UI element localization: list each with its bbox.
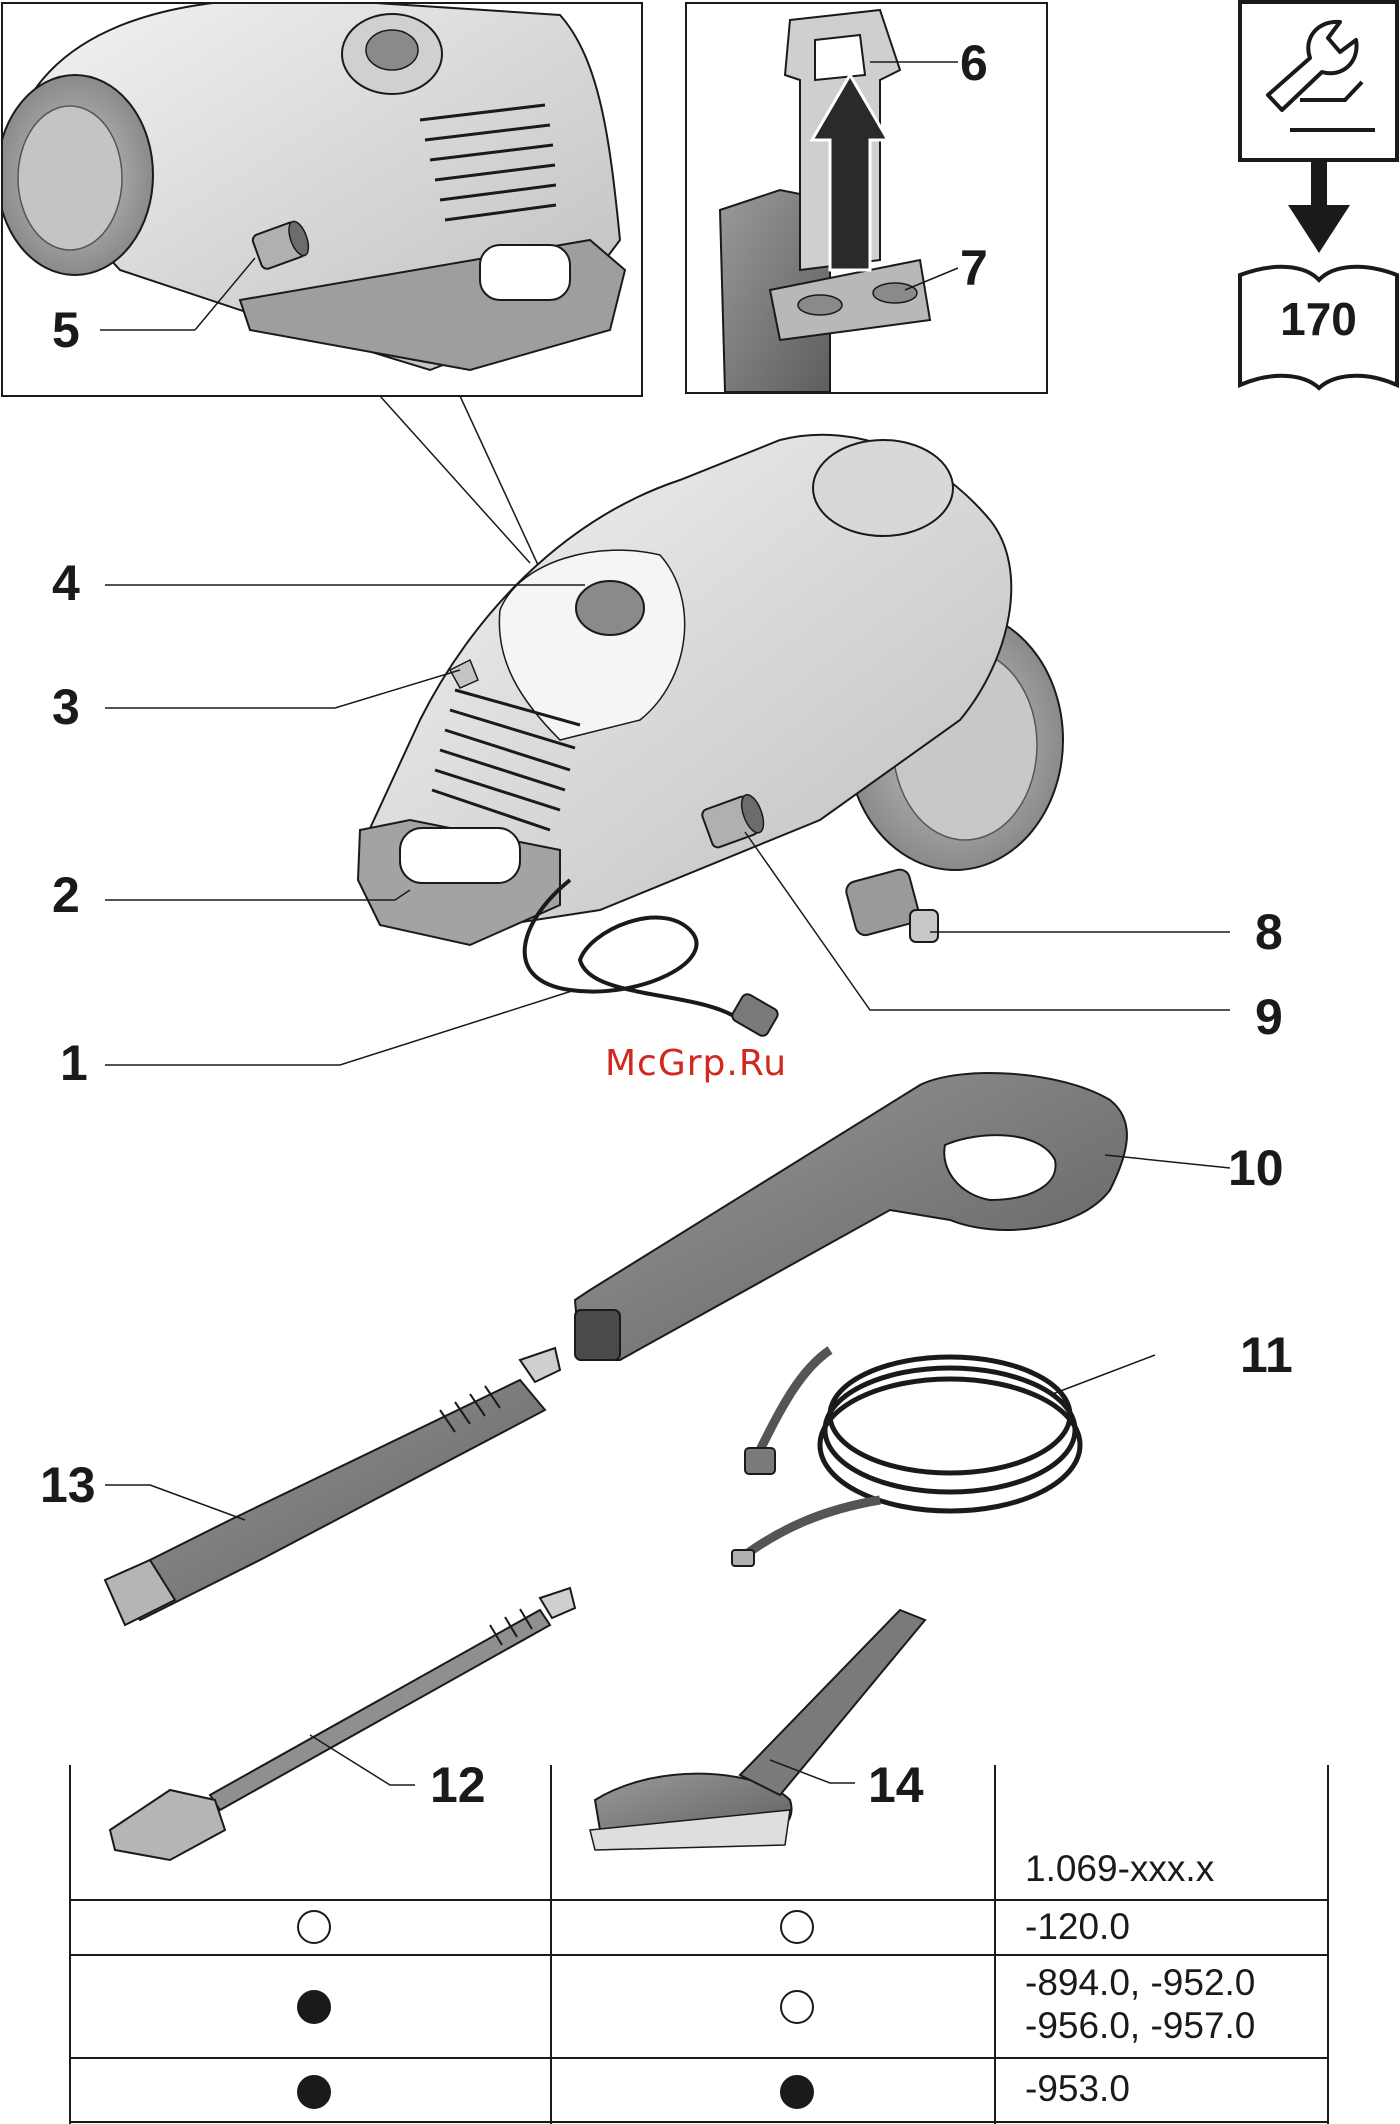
row1-variant: -120.0 [1025,1906,1130,1949]
callout-12: 12 [430,1760,486,1810]
pressure-washer-main-unit [358,435,1063,1038]
high-pressure-hose [732,1350,1155,1566]
arrow-down-icon [1288,160,1350,253]
row2-brush-indicator [780,1990,814,2024]
callout-1: 1 [60,1038,88,1088]
callout-6: 6 [960,38,988,88]
manual-page-number: 170 [1240,296,1397,342]
spray-lance-vario [105,1348,560,1625]
wash-brush [590,1610,925,1850]
row1-brush-indicator [780,1910,814,1944]
callout-10: 10 [1228,1143,1284,1193]
detail-inset-rear [0,0,642,396]
callout-7: 7 [960,243,988,293]
row3-variant: -953.0 [1025,2068,1130,2111]
row2-lance-indicator [297,1990,331,2024]
watermark: McGrp.Ru [605,1043,787,1084]
row1-lance-indicator [297,1910,331,1944]
trigger-gun [575,1073,1230,1360]
callout-3: 3 [52,682,80,732]
callout-5: 5 [52,305,80,355]
rotary-nozzle-lance [110,1588,575,1860]
callout-4: 4 [52,558,80,608]
water-inlet-adapter [844,867,938,942]
callout-9: 9 [1255,992,1283,1042]
detail-inset-handle [686,3,1047,393]
row2-variant-b: -956.0, -957.0 [1025,2005,1255,2048]
row3-lance-indicator [297,2075,331,2109]
callout-14: 14 [868,1760,924,1810]
callout-11: 11 [1240,1330,1293,1380]
row2-variant-a: -894.0, -952.0 [1025,1962,1255,2005]
table-header-model: 1.069-xxx.x [1025,1848,1214,1891]
callout-2: 2 [52,870,80,920]
callout-8: 8 [1255,907,1283,957]
callout-13: 13 [40,1460,96,1510]
row3-brush-indicator [780,2075,814,2109]
